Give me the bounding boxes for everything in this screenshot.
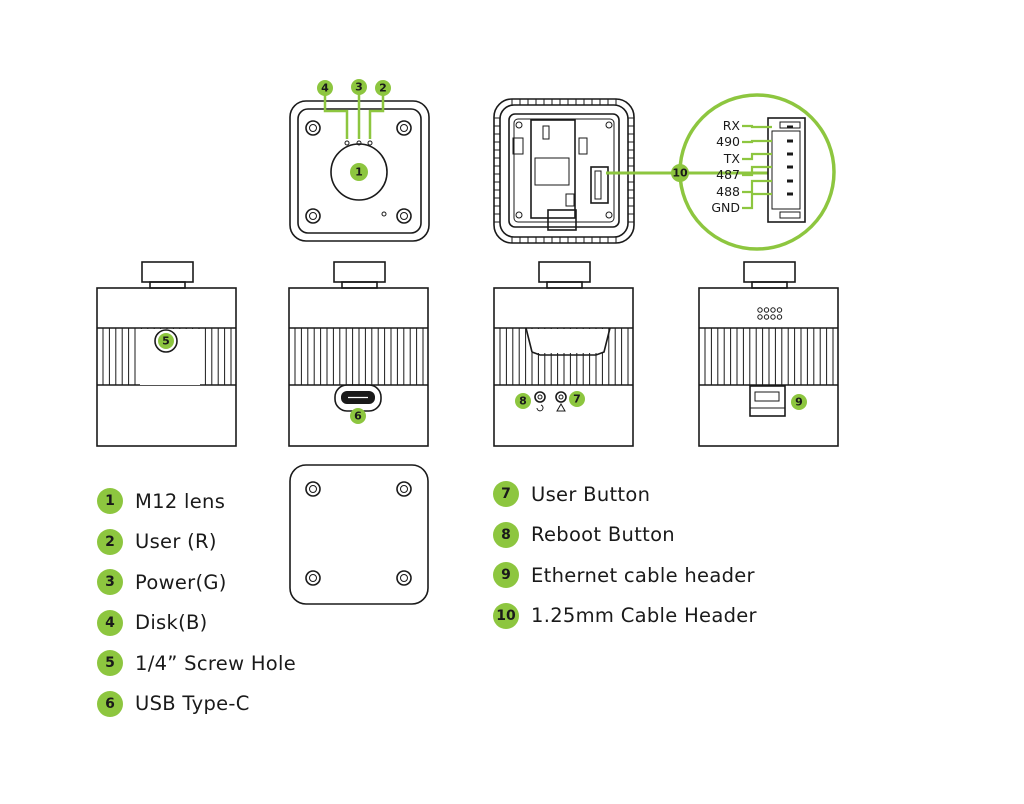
callout-8: 8 (519, 395, 527, 408)
pin (787, 192, 793, 196)
legend-badge: 2 (97, 528, 123, 555)
side-views (96, 261, 839, 447)
side-view-3 (493, 261, 634, 447)
callout-5: 5 (162, 335, 170, 348)
lens (330, 143, 388, 201)
legend-label: Disk(B) (135, 611, 208, 635)
pin-label: 488 (716, 184, 740, 199)
legend-badge: 1 (97, 488, 123, 515)
legend-item: 7 User Button (493, 474, 757, 515)
legend-badge: 7 (493, 481, 519, 508)
led-power (356, 140, 362, 146)
legend-label: 1.25mm Cable Header (531, 604, 757, 628)
legend-badge: 8 (493, 521, 519, 548)
legend-right: 7 User Button 8 Reboot Button 9 Ethernet ca… (493, 474, 757, 636)
pin-label: TX (723, 151, 741, 166)
led-user (367, 140, 373, 146)
legend-item: 6 USB Type-C (97, 684, 296, 725)
callout-9: 9 (795, 396, 803, 409)
legend-label: USB Type-C (135, 692, 250, 716)
side-view-2 (288, 261, 429, 447)
pin-label: 490 (716, 134, 740, 149)
side-view-4 (698, 261, 839, 447)
pin (787, 165, 793, 169)
screw-hole-feature: 5 (140, 329, 200, 385)
callout-3: 3 (355, 81, 363, 94)
legend-left: 1 M12 lens 2 User (R) 3 Power(G) 4 Disk(B) 5… (97, 481, 296, 724)
legend-item: 3 Power(G) (97, 562, 296, 603)
legend-label: M12 lens (135, 489, 226, 513)
buttons-feature: 8 7 (515, 327, 611, 412)
pin (787, 179, 793, 183)
legend-label: Ethernet cable header (531, 563, 755, 587)
pin-label: 487 (716, 167, 740, 182)
callout-7: 7 (573, 393, 581, 406)
legend-label: User (R) (135, 530, 217, 554)
legend-item: 10 1.25mm Cable Header (493, 596, 757, 637)
legend-item: 9 Ethernet cable header (493, 555, 757, 596)
callout-10: 10 (672, 167, 688, 180)
legend-badge: 10 (493, 602, 519, 629)
legend-label: User Button (531, 482, 651, 506)
legend-label: 1/4” Screw Hole (135, 651, 297, 675)
callout-2: 2 (379, 82, 387, 95)
legend-badge: 9 (493, 562, 519, 589)
legend-item: 4 Disk(B) (97, 603, 296, 644)
led-disk (344, 140, 350, 146)
legend-item: 2 User (R) (97, 522, 296, 563)
legend-label: Reboot Button (531, 523, 675, 547)
top-view: 4 3 2 1 (289, 79, 430, 242)
usb-c-port: 6 (334, 384, 382, 424)
legend-badge: 3 (97, 569, 123, 596)
pin-label: RX (723, 118, 741, 133)
legend-item: 1 M12 lens (97, 481, 296, 522)
legend-item: 8 Reboot Button (493, 515, 757, 556)
screw-holes (305, 120, 412, 224)
legend-item: 5 1/4” Screw Hole (97, 643, 296, 684)
callout-1: 1 (355, 166, 363, 179)
callout-4: 4 (321, 82, 329, 95)
legend-label: Power(G) (135, 570, 227, 594)
pin-label: GND (711, 200, 740, 215)
callout-6: 6 (354, 410, 362, 423)
pin (787, 125, 793, 129)
pin (787, 152, 793, 156)
bottom-view (289, 464, 429, 605)
legend-badge: 4 (97, 609, 123, 636)
ethernet-header: 9 (749, 307, 807, 417)
legend-badge: 6 (97, 690, 123, 717)
pin (787, 139, 793, 143)
board-view (493, 98, 635, 244)
legend-badge: 5 (97, 650, 123, 677)
